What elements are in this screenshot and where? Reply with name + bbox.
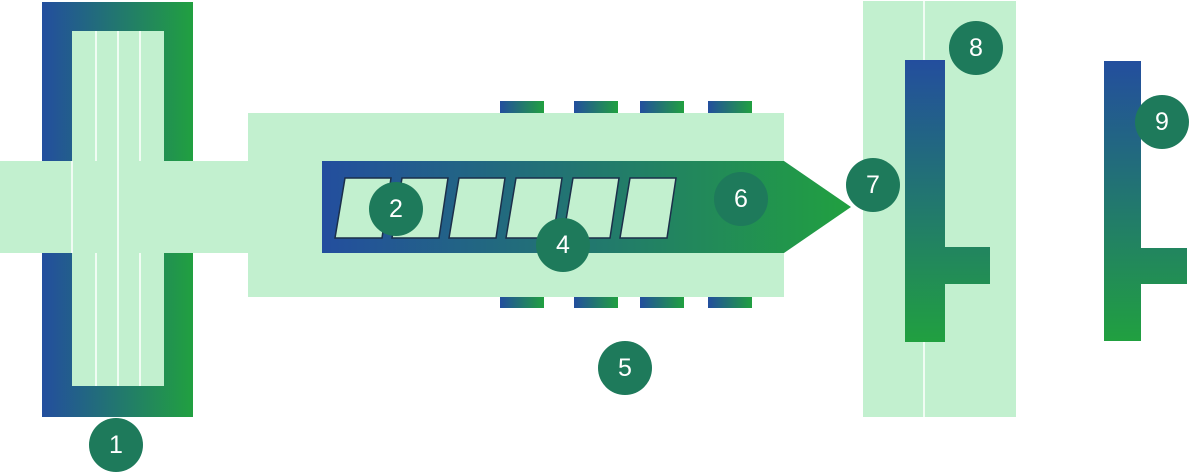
callout-label: 6 [734,185,748,213]
heater-band [574,297,618,308]
callout-label: 9 [1155,108,1169,136]
callout-4: 4 [536,218,590,272]
callout-6: 6 [714,172,768,226]
callout-2: 2 [369,182,423,236]
heater-band [640,297,684,308]
callout-label: 5 [618,354,632,382]
callout-circle [1135,95,1189,149]
callout-circle [89,418,143,472]
callout-circle [846,158,900,212]
heater-band [500,101,544,113]
molded-part [1104,61,1187,341]
screw-flight [448,177,506,239]
screw-flight [619,177,677,239]
callout-1: 1 [89,418,143,472]
heater-band [708,101,752,113]
callout-label: 1 [109,431,123,459]
callout-9: 9 [1135,95,1189,149]
heater-bands-top [500,101,752,113]
mold-cavity [905,60,990,342]
callout-circle [536,218,590,272]
callout-circle [369,182,423,236]
callout-8: 8 [949,21,1003,75]
callout-circle [714,172,768,226]
heater-band [640,101,684,113]
callout-label: 4 [556,231,570,259]
callout-circle [598,341,652,395]
heater-band [500,297,544,308]
callout-circle [949,21,1003,75]
heater-bands-bottom [500,297,752,308]
callout-7: 7 [846,158,900,212]
callout-label: 7 [866,171,880,199]
callout-5: 5 [598,341,652,395]
heater-band [708,297,752,308]
callout-label: 2 [389,195,403,223]
heater-band [574,101,618,113]
callout-label: 8 [969,34,983,62]
